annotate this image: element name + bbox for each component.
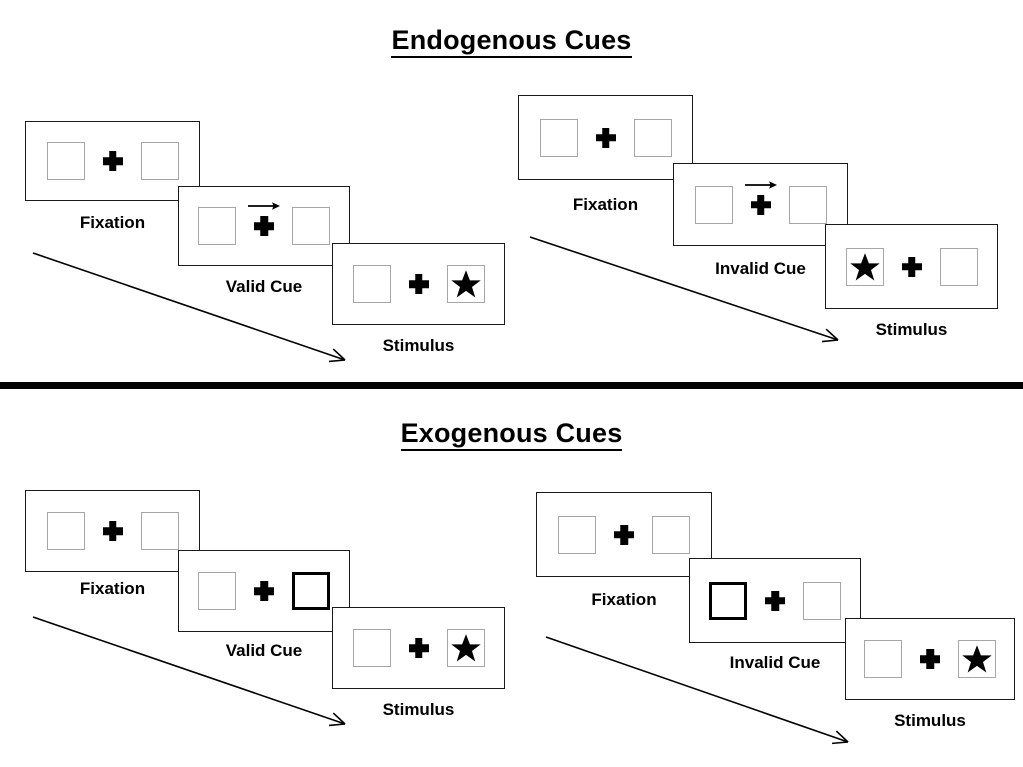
frame-caption: Fixation [591, 590, 657, 609]
fixation-cross-icon [254, 581, 274, 601]
trial-frame-endogenous-valid-stimulus [332, 243, 505, 325]
fixation-cross-icon [409, 638, 429, 658]
fixation-cross-icon [614, 525, 634, 545]
frame-caption: Fixation [572, 195, 639, 214]
frame-contents [46, 512, 179, 550]
arrow-right-cue-icon [744, 180, 777, 189]
placeholder-box-left [558, 515, 596, 554]
trial-frame-endogenous-invalid-invalid-cue [673, 163, 848, 246]
trial-frame-endogenous-invalid-fixation [518, 95, 693, 180]
placeholder-box-right [939, 247, 978, 286]
placeholder-box-right [788, 185, 827, 224]
star-icon [849, 252, 880, 280]
trial-frame-endogenous-valid-valid-cue [178, 186, 350, 266]
placeholder-box-right [292, 207, 330, 245]
fixation-cross-icon [596, 128, 616, 148]
frame-contents [539, 118, 672, 157]
frame-contents [864, 640, 996, 678]
placeholder-box-right [652, 515, 690, 554]
fixation-cross-icon [248, 202, 280, 236]
fixation-cross-icon [902, 257, 922, 277]
trial-frame-endogenous-valid-fixation [25, 121, 200, 201]
frame-caption: Fixation [79, 579, 146, 598]
fixation-cross-icon [103, 151, 123, 171]
placeholder-box-right [446, 265, 485, 303]
placeholder-box-right [633, 118, 672, 157]
fixation-cross-icon [920, 649, 940, 669]
fixation-cross-icon [765, 591, 785, 611]
frame-contents [694, 180, 827, 224]
placeholder-box-left [46, 142, 85, 180]
fixation-cross-icon [744, 180, 777, 215]
frame-contents [46, 142, 179, 180]
section-divider [0, 382, 1023, 389]
section-title-exogenous: Exogenous Cues [0, 418, 1023, 451]
frame-contents [709, 581, 841, 620]
placeholder-box-left [845, 247, 884, 286]
frame-caption: Stimulus [382, 336, 455, 355]
placeholder-box-left [694, 185, 733, 224]
frame-caption: Valid Cue [225, 641, 303, 660]
trial-frame-exogenous-invalid-fixation [536, 492, 712, 577]
trial-frame-exogenous-valid-valid-cue [178, 550, 350, 632]
frame-caption: Valid Cue [225, 277, 303, 296]
placeholder-box-right [803, 581, 841, 620]
frame-contents [198, 202, 330, 245]
frame-caption: Stimulus [894, 711, 966, 730]
trial-frame-exogenous-valid-stimulus [332, 607, 505, 689]
frame-caption: Stimulus [382, 700, 455, 719]
frame-contents [352, 265, 485, 303]
placeholder-box-left [864, 640, 902, 678]
placeholder-box-left [198, 572, 236, 610]
star-icon [450, 270, 481, 298]
trial-frame-exogenous-valid-fixation [25, 490, 200, 572]
section-title-exogenous-text: Exogenous Cues [400, 418, 623, 451]
cue-box-left [709, 581, 747, 620]
placeholder-box-left [46, 512, 85, 550]
section-title-endogenous: Endogenous Cues [0, 25, 1023, 58]
placeholder-box-right [140, 512, 179, 550]
trial-frame-exogenous-invalid-invalid-cue [689, 558, 861, 643]
placeholder-box-right [958, 640, 996, 678]
frame-caption: Invalid Cue [729, 653, 821, 672]
frame-contents [558, 515, 690, 554]
fixation-cross-icon [103, 521, 123, 541]
fixation-cross-icon [409, 274, 429, 294]
star-icon [450, 634, 481, 662]
placeholder-box-left [352, 629, 391, 667]
placeholder-box-left [352, 265, 391, 303]
frame-caption: Stimulus [875, 320, 948, 339]
frame-caption: Invalid Cue [715, 259, 806, 278]
trial-frame-endogenous-invalid-stimulus [825, 224, 998, 309]
arrow-right-cue-icon [248, 202, 280, 210]
frame-contents [845, 247, 978, 286]
placeholder-box-right [140, 142, 179, 180]
frame-contents [198, 572, 330, 610]
section-title-endogenous-text: Endogenous Cues [391, 25, 632, 58]
star-icon [962, 645, 992, 673]
placeholder-box-left [198, 207, 236, 245]
placeholder-box-right [446, 629, 485, 667]
trial-frame-exogenous-invalid-stimulus [845, 618, 1015, 700]
cue-box-right [292, 572, 330, 610]
placeholder-box-left [539, 118, 578, 157]
frame-caption: Fixation [79, 213, 146, 232]
frame-contents [352, 629, 485, 667]
